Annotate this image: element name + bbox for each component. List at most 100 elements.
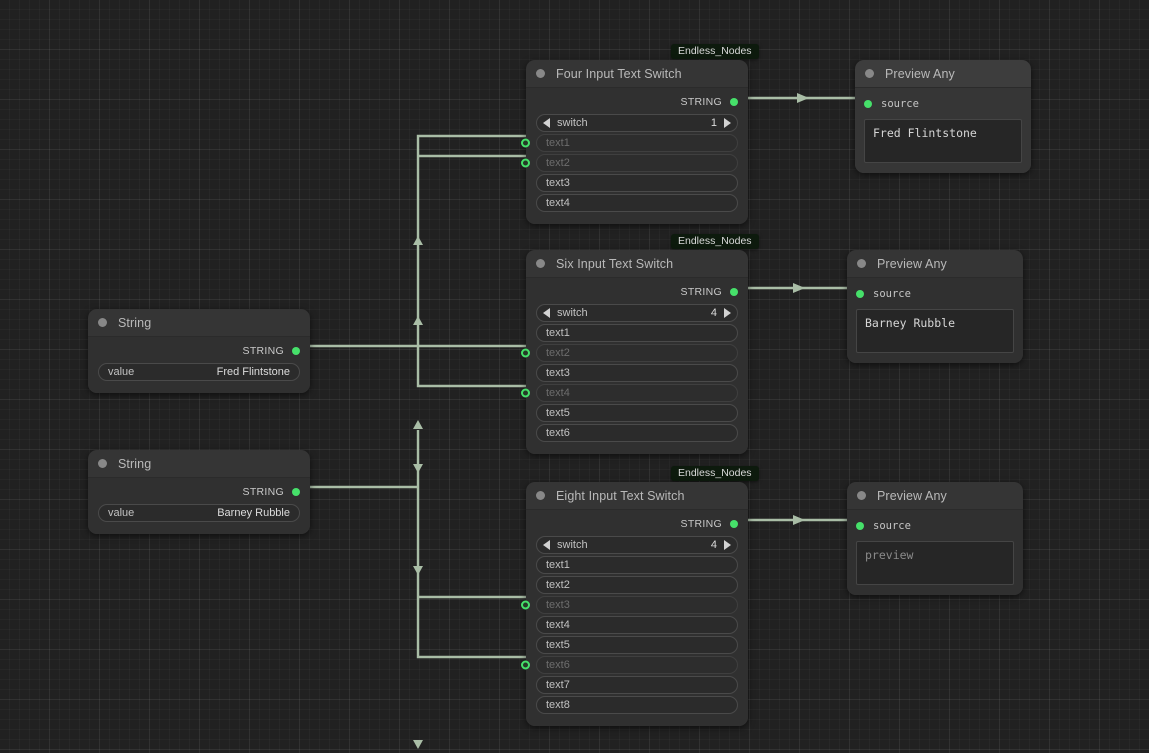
input-port-dot-text1[interactable] — [521, 138, 530, 148]
arrow-right-3 — [793, 515, 805, 525]
wire-stringA-to-four-text1 — [416, 134, 534, 346]
widget-text7[interactable]: text7 — [536, 676, 738, 694]
widget-value[interactable]: value Fred Flintstone — [98, 363, 300, 381]
node-preview-3[interactable]: Preview Any source preview — [847, 482, 1023, 595]
widget-text5[interactable]: text5 — [536, 404, 738, 422]
input-slot-label: source — [881, 98, 919, 110]
collapse-dot-icon[interactable] — [98, 318, 107, 327]
widget-text2[interactable]: text2 — [521, 344, 738, 362]
widget-text2[interactable]: text2 — [536, 576, 738, 594]
collapse-dot-icon[interactable] — [857, 259, 866, 268]
increment-arrow-icon[interactable] — [724, 540, 731, 550]
widget-text6[interactable]: text6 — [536, 424, 738, 442]
widget-text6[interactable]: text6 — [521, 656, 738, 674]
widget-text3[interactable]: text3 — [521, 596, 738, 614]
node-header[interactable]: Preview Any — [847, 482, 1023, 510]
node-header[interactable]: String — [88, 450, 310, 478]
widget-label: text4 — [546, 619, 570, 631]
widget-label: text4 — [546, 387, 570, 399]
widget-text1[interactable]: text1 — [521, 134, 738, 152]
widget-label: text7 — [546, 679, 570, 691]
collapse-dot-icon[interactable] — [865, 69, 874, 78]
collapse-dot-icon[interactable] — [98, 459, 107, 468]
output-slot-string[interactable]: STRING — [98, 341, 300, 360]
input-port-dot[interactable] — [856, 290, 864, 298]
widget-text8[interactable]: text8 — [536, 696, 738, 714]
output-port-dot[interactable] — [292, 346, 300, 355]
node-body: STRING value Fred Flintstone — [88, 337, 310, 393]
node-header[interactable]: Preview Any — [855, 60, 1031, 88]
node-string-barney[interactable]: String STRING value Barney Rubble — [88, 450, 310, 534]
input-port-dot[interactable] — [864, 100, 872, 108]
node-header[interactable]: Four Input Text Switch — [526, 60, 748, 88]
output-slot-string[interactable]: STRING — [536, 92, 738, 111]
output-port-dot[interactable] — [730, 287, 738, 296]
node-header[interactable]: Eight Input Text Switch — [526, 482, 748, 510]
input-port-dot[interactable] — [856, 522, 864, 530]
widget-text5[interactable]: text5 — [536, 636, 738, 654]
input-slot-source[interactable]: source — [864, 95, 1022, 113]
input-port-dot-text2[interactable] — [521, 158, 530, 168]
output-port-dot[interactable] — [292, 487, 300, 496]
input-slot-source[interactable]: source — [856, 285, 1014, 303]
badge-endless-nodes-2: Endless_Nodes — [671, 234, 759, 249]
widget-text1[interactable]: text1 — [536, 556, 738, 574]
preview-text-output[interactable]: Fred Flintstone — [864, 119, 1022, 163]
node-header[interactable]: Six Input Text Switch — [526, 250, 748, 278]
decrement-arrow-icon[interactable] — [543, 540, 550, 550]
output-port-dot[interactable] — [730, 97, 738, 106]
decrement-arrow-icon[interactable] — [543, 118, 550, 128]
node-body: STRING value Barney Rubble — [88, 478, 310, 534]
input-slot-label: source — [873, 288, 911, 300]
widget-text1[interactable]: text1 — [536, 324, 738, 342]
badge-endless-nodes-3: Endless_Nodes — [671, 466, 759, 481]
output-slot-string[interactable]: STRING — [536, 514, 738, 533]
widget-text3[interactable]: text3 — [536, 364, 738, 382]
widget-switch-combo[interactable]: switch 4 — [536, 536, 738, 554]
widget-value-text: 4 — [710, 539, 717, 551]
input-slot-source[interactable]: source — [856, 517, 1014, 535]
collapse-dot-icon[interactable] — [857, 491, 866, 500]
widget-text4[interactable]: text4 — [536, 616, 738, 634]
collapse-dot-icon[interactable] — [536, 69, 545, 78]
input-port-dot-text2[interactable] — [521, 348, 530, 358]
widget-text4[interactable]: text4 — [536, 194, 738, 212]
node-title: String — [118, 315, 152, 330]
collapse-dot-icon[interactable] — [536, 491, 545, 500]
collapse-dot-icon[interactable] — [536, 259, 545, 268]
node-header[interactable]: Preview Any — [847, 250, 1023, 278]
output-slot-string[interactable]: STRING — [98, 482, 300, 501]
preview-text-output[interactable]: Barney Rubble — [856, 309, 1014, 353]
input-port-dot-text4[interactable] — [521, 388, 530, 398]
output-port-dot[interactable] — [730, 519, 738, 528]
node-string-fred[interactable]: String STRING value Fred Flintstone — [88, 309, 310, 393]
widget-text2[interactable]: text2 — [521, 154, 738, 172]
widget-text3[interactable]: text3 — [536, 174, 738, 192]
node-header[interactable]: String — [88, 309, 310, 337]
input-slot-label: source — [873, 520, 911, 532]
output-slot-string[interactable]: STRING — [536, 282, 738, 301]
output-slot-label: STRING — [680, 517, 722, 530]
widget-value[interactable]: value Barney Rubble — [98, 504, 300, 522]
input-port-dot-text6[interactable] — [521, 660, 530, 670]
widget-label: value — [108, 366, 135, 378]
preview-text-output[interactable]: preview — [856, 541, 1014, 585]
node-title: Eight Input Text Switch — [556, 488, 685, 503]
widget-value-text: 4 — [710, 307, 717, 319]
widget-label: switch — [557, 539, 588, 551]
increment-arrow-icon[interactable] — [724, 308, 731, 318]
decrement-arrow-icon[interactable] — [543, 308, 550, 318]
input-port-dot-text3[interactable] — [521, 600, 530, 610]
increment-arrow-icon[interactable] — [724, 118, 731, 128]
widget-text4[interactable]: text4 — [521, 384, 738, 402]
